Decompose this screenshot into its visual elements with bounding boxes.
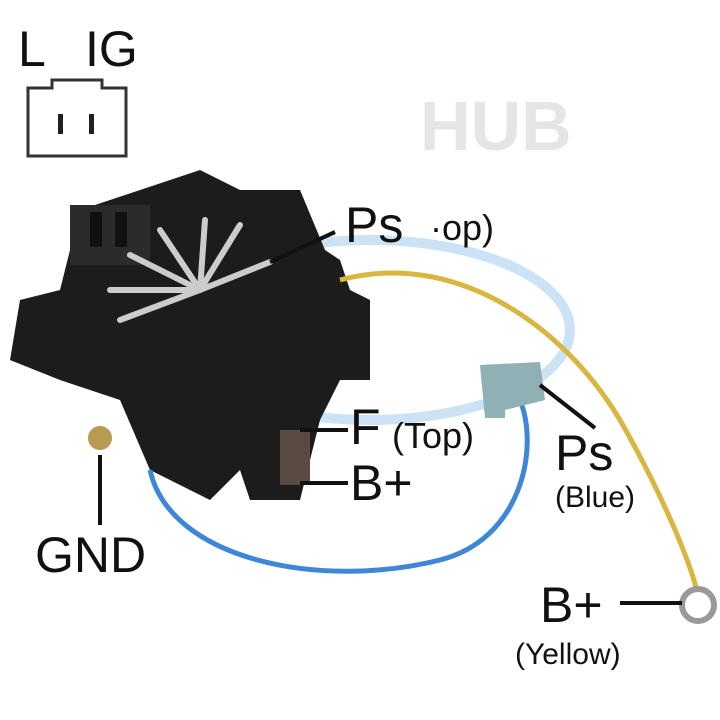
ring-terminal [679, 586, 717, 624]
connector-l-label: L [18, 21, 46, 77]
b-plus-ring-note: (Yellow) [515, 638, 621, 671]
watermark-text: HUB [420, 87, 572, 165]
ps-top-note: ·op) [430, 207, 495, 248]
blue-wire [147, 399, 530, 574]
ps-blue-note: (Blue) [555, 481, 636, 514]
gnd-label: GND [35, 527, 147, 583]
connector-ig-label: IG [85, 21, 138, 77]
f-label: F [350, 399, 381, 455]
regulator-body [10, 170, 370, 500]
blue-terminal [480, 362, 545, 418]
ps-blue-label: Ps [555, 425, 614, 481]
f-note: (Top) [392, 415, 475, 456]
yellow-wire [339, 270, 701, 596]
leader-lines [98, 230, 682, 605]
b-plus-ring-label: B+ [540, 577, 603, 633]
b-plus-brush-label: B+ [350, 455, 413, 511]
connector-icon [26, 78, 128, 158]
ps-top-label: Ps [345, 197, 404, 253]
